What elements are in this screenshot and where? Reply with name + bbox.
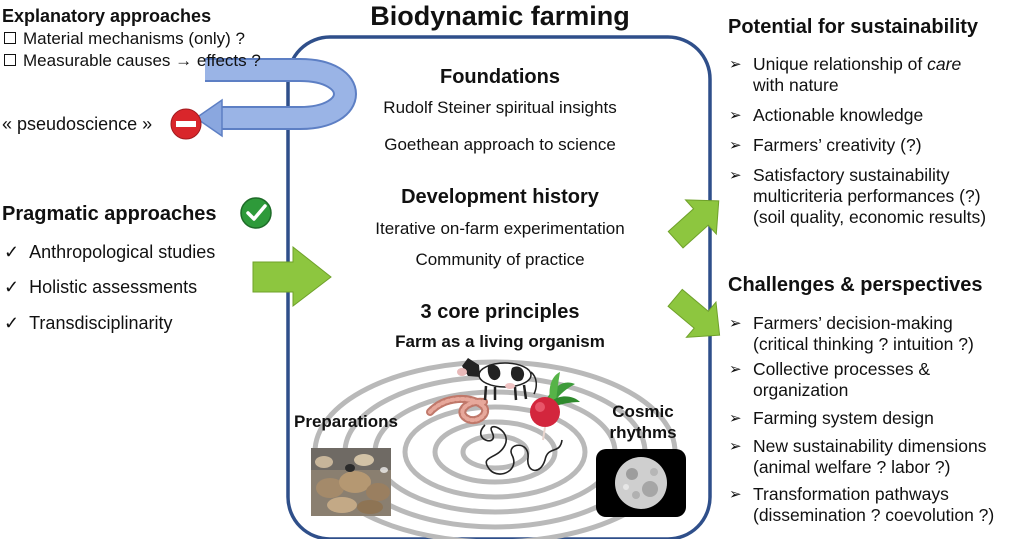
preparations-label: Preparations <box>294 412 398 431</box>
potential-item: ➢Farmers’ creativity (?) <box>729 135 922 155</box>
moon-photo <box>596 449 686 517</box>
potential-heading: Potential for sustainability <box>728 16 979 38</box>
challenge-item: ➢New sustainability dimensions(animal we… <box>729 436 987 477</box>
arrow-bullet-icon: ➢ <box>729 410 742 427</box>
green-arrow-challenges <box>667 288 721 338</box>
challenge-item: ➢Farmers’ decision-making(critical think… <box>729 313 974 354</box>
challenge-item: ➢Transformation pathways(dissemination ?… <box>729 484 995 525</box>
checkmark-icon: ✓ <box>4 277 20 297</box>
principles-subheading: Farm as a living organism <box>395 332 605 351</box>
history-item: Community of practice <box>415 250 585 269</box>
arrow-bullet-icon: ➢ <box>729 56 742 73</box>
principles-heading: 3 core principles <box>420 301 580 323</box>
arrow-bullet-icon: ➢ <box>729 438 742 455</box>
checkbox-icon <box>4 31 16 44</box>
stop-icon <box>170 108 202 140</box>
diagram-title: Biodynamic farming <box>370 1 630 31</box>
explanatory-item: Material mechanisms (only) ? <box>4 29 245 49</box>
potential-item: ➢Actionable knowledge <box>729 105 924 125</box>
pragmatic-item: ✓ Transdisciplinarity <box>4 313 173 333</box>
pragmatic-item: ✓ Anthropological studies <box>4 242 216 262</box>
arrow-bullet-icon: ➢ <box>729 486 742 503</box>
challenges-list: ➢Farmers’ decision-making(critical think… <box>727 313 1024 526</box>
checkmark-icon: ✓ <box>4 242 20 262</box>
preparations-photo <box>311 448 391 516</box>
checkbox-icon <box>4 53 16 66</box>
pragmatic-item: ✓ Holistic assessments <box>4 277 198 297</box>
tangled-line <box>479 424 563 475</box>
history-item: Iterative on-farm experimentation <box>375 219 625 238</box>
arrow-bullet-icon: ➢ <box>729 107 742 124</box>
cosmic-rhythms-label: Cosmic rhythms <box>609 402 677 442</box>
worm-icon <box>426 395 490 425</box>
arrow-bullet-icon: ➢ <box>729 167 742 184</box>
explanatory-item: Measurable causes → effects ? <box>4 51 261 71</box>
pragmatic-heading: Pragmatic approaches <box>2 203 217 225</box>
challenge-item: ➢Farming system design <box>729 408 934 428</box>
green-arrow-potential <box>667 199 720 249</box>
green-arrow-left <box>252 245 332 308</box>
checkmark-icon: ✓ <box>4 313 20 333</box>
history-heading: Development history <box>401 186 599 208</box>
check-circle-icon <box>240 197 272 229</box>
pseudoscience-arrow <box>194 58 357 138</box>
challenges-heading: Challenges & perspectives <box>728 274 983 296</box>
foundations-heading: Foundations <box>440 66 560 88</box>
cow-icon <box>457 358 537 401</box>
arrow-bullet-icon: ➢ <box>729 315 742 332</box>
arrow-bullet-icon: ➢ <box>729 137 742 154</box>
arrow-bullet-icon: ➢ <box>729 361 742 378</box>
foundations-item: Rudolf Steiner spiritual insights <box>383 98 617 117</box>
explanatory-heading: Explanatory approaches <box>2 6 212 26</box>
challenge-item: ➢Collective processes &organization <box>729 359 931 400</box>
radish-icon <box>530 372 580 441</box>
foundations-item: Goethean approach to science <box>384 135 616 154</box>
pseudoscience-label: « pseudoscience » <box>2 114 153 134</box>
